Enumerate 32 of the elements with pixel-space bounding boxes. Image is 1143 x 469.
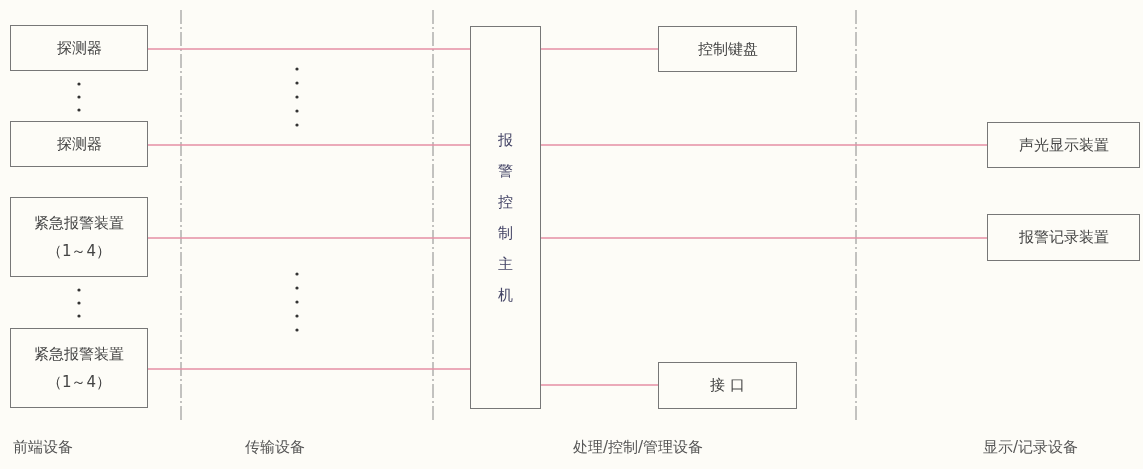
alarm-device-box <box>10 197 148 277</box>
connector-line <box>147 368 471 370</box>
connector-line <box>147 144 471 146</box>
box-label: 接 口 <box>710 375 745 397</box>
interface-box <box>658 362 797 409</box>
column-heading: 传输设备 <box>245 438 305 457</box>
alarm-device-box <box>10 328 148 408</box>
recorder-box <box>987 214 1140 261</box>
host-box <box>470 26 541 409</box>
box-label: 报警记录装置 <box>1018 227 1109 249</box>
box-label: 控制键盘 <box>697 38 758 60</box>
column-heading: 处理/控制/管理设备 <box>573 438 704 457</box>
box-label: 紧急报警装置 <box>34 212 124 234</box>
display-box <box>987 122 1140 168</box>
connector-line <box>540 144 988 146</box>
keyboard-box <box>658 26 797 72</box>
connector-line <box>540 48 659 50</box>
box-label: （1～4） <box>46 372 112 393</box>
box-label: 探测器 <box>56 37 102 59</box>
column-heading: 显示/记录设备 <box>983 438 1079 457</box>
connector-line <box>540 237 988 239</box>
connector-line <box>147 48 471 50</box>
column-heading: 前端设备 <box>13 438 73 457</box>
detector-box <box>10 25 148 71</box>
box-label: 紧急报警装置 <box>34 343 124 365</box>
detector-box <box>10 121 148 167</box>
box-label: 探测器 <box>56 133 102 155</box>
box-label: （1～4） <box>46 241 112 262</box>
box-label: 声光显示装置 <box>1018 134 1109 156</box>
connector-line <box>147 237 471 239</box>
connector-line <box>540 384 659 386</box>
box-label: 报警控制主机 <box>498 129 513 306</box>
